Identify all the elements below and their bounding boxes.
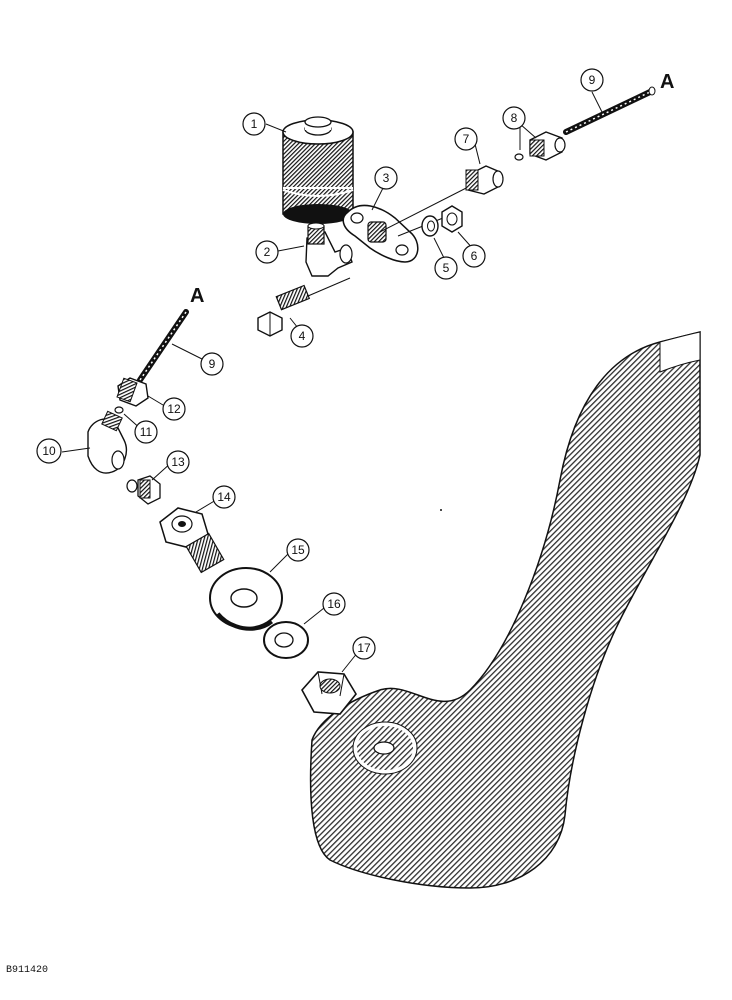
part-10-elbow [87,410,128,474]
part-14-hex-adapter [159,507,225,574]
callout-16: 16 [322,592,346,616]
callout-6: 6 [462,244,486,268]
part-12-tube-nut [116,377,149,407]
svg-text:9: 9 [209,357,216,371]
part-4-bolt [257,277,351,337]
callout-13: 13 [166,450,190,474]
svg-text:17: 17 [357,641,371,655]
svg-text:4: 4 [299,329,306,343]
part-6-nut [441,205,463,233]
svg-text:3: 3 [383,171,390,185]
part-17-hex-nut [301,671,357,715]
part-15-large-washer [208,565,284,631]
svg-text:6: 6 [471,249,478,263]
callout-5: 5 [434,256,458,280]
part-7-adapter [465,165,504,195]
part-13-grease-fitting [126,475,161,505]
callout-2: 2 [255,240,279,264]
part-8-connector [514,131,566,161]
callout-3: 3 [374,166,398,190]
svg-text:8: 8 [511,111,518,125]
callout-7: 7 [454,127,478,151]
part-2-elbow-fitting [305,222,353,277]
callout-9-lower: 9 [200,352,224,376]
part-11-sleeve [114,406,124,414]
connection-label-lower: A [190,285,204,307]
svg-text:9: 9 [589,73,596,87]
part-9-tube-lower [137,309,189,383]
arm-grease-hole [373,741,395,755]
part-9-tube-upper [563,86,656,135]
figure-code: B911420 [6,965,48,976]
callout-15: 15 [286,538,310,562]
svg-text:1: 1 [251,117,258,131]
svg-text:2: 2 [264,245,271,259]
svg-text:16: 16 [327,597,341,611]
callout-4: 4 [290,324,314,348]
callout-8: 8 [502,106,526,130]
callout-12: 12 [162,397,186,421]
svg-text:7: 7 [463,132,470,146]
svg-text:12: 12 [167,402,181,416]
svg-text:13: 13 [171,455,185,469]
mounting-arm [309,331,701,889]
callout-9-upper: 9 [580,68,604,92]
part-1-cylinder-cap [282,116,354,224]
callouts: 1 2 3 4 5 6 7 8 9 9 10 11 12 13 14 15 16… [36,68,604,660]
svg-text:11: 11 [140,425,153,439]
part-5-washer [421,215,439,237]
callout-14: 14 [212,485,236,509]
callout-17: 17 [352,636,376,660]
svg-text:14: 14 [217,490,231,504]
callout-10: 10 [36,438,62,464]
svg-text:10: 10 [42,444,56,458]
assembly-centerline [379,181,479,233]
part-3-flange-plate [342,204,419,263]
callout-11: 11 [134,420,158,444]
part-16-washer [263,621,309,659]
svg-text:15: 15 [291,543,305,557]
connection-label-upper: A [660,71,674,93]
svg-text:5: 5 [443,261,450,275]
callout-1: 1 [242,112,266,136]
